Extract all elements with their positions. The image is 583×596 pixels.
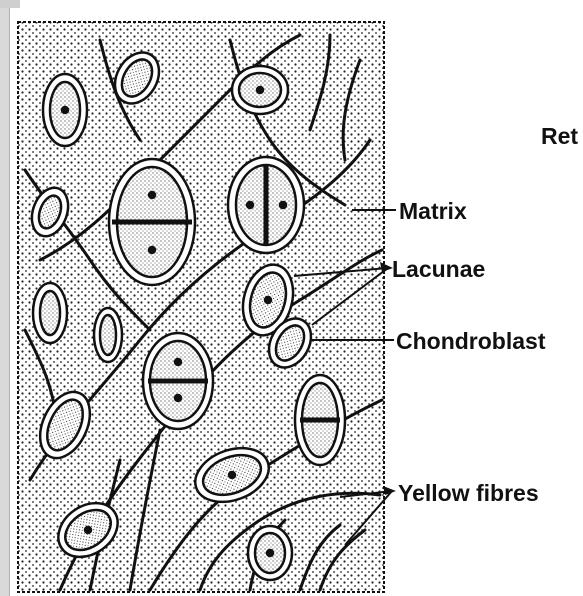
ret-label: Ret <box>541 123 579 149</box>
cell-4 <box>30 186 70 238</box>
cell-9 <box>241 263 295 337</box>
yellow-fibres-leader-2 <box>344 490 393 546</box>
yellow-fibres-label: Yellow fibres <box>398 480 539 506</box>
matrix-label: Matrix <box>399 198 467 224</box>
cell-15 <box>57 501 119 559</box>
cell-10 <box>267 317 313 369</box>
lacunae-leader-1 <box>293 267 389 277</box>
cell-3 <box>230 64 290 116</box>
cell-5-dividing <box>107 157 197 287</box>
cell-11-dividing <box>141 331 215 431</box>
cell-6-dividing <box>226 155 306 255</box>
cell-8 <box>92 306 124 364</box>
yellow-fibres-leader-1 <box>339 490 393 498</box>
window-top-corner <box>0 0 20 8</box>
cell-14 <box>194 446 270 504</box>
cell-13-dividing <box>293 373 347 467</box>
chondroblast-label: Chondroblast <box>396 328 546 354</box>
lacunae-arrowhead <box>380 262 393 272</box>
window-left-edge <box>0 0 10 596</box>
cell-2 <box>113 51 161 105</box>
section-border <box>17 21 385 593</box>
lacunae-leader-2 <box>311 267 389 326</box>
cell-1 <box>41 72 89 148</box>
leader-lines <box>293 209 396 546</box>
cells <box>30 51 347 582</box>
yellow-fibres-arrowhead <box>383 486 396 495</box>
cell-16 <box>246 524 294 582</box>
cell-7 <box>31 281 69 345</box>
cell-12 <box>38 390 92 460</box>
lacunae-label: Lacunae <box>392 256 486 282</box>
